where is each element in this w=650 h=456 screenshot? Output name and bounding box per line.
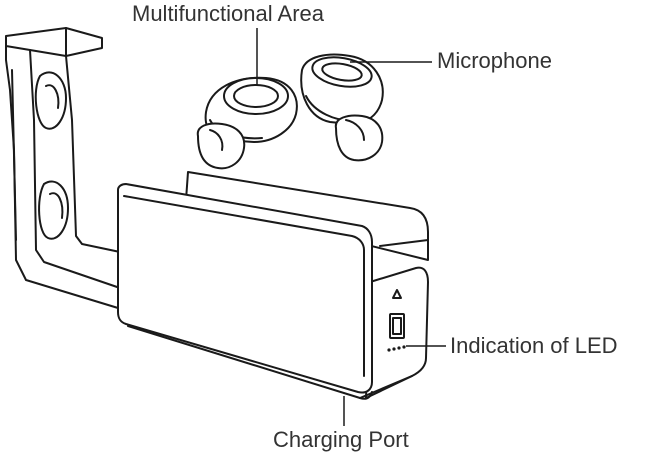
multifunctional-area-label: Multifunctional Area bbox=[132, 1, 325, 26]
led-indicator-dots bbox=[387, 345, 406, 352]
left-earbud-touch-area bbox=[223, 77, 289, 115]
holder-top-cap bbox=[5, 27, 103, 57]
case-front-bevel bbox=[123, 195, 365, 377]
microphone-label: Microphone bbox=[437, 48, 552, 73]
right-earbud-tip bbox=[334, 114, 384, 162]
left-earbud bbox=[196, 76, 298, 170]
led-indication-label: Indication of LED bbox=[450, 333, 618, 358]
holder-inner-column bbox=[65, 55, 121, 253]
earbud-holder-frame bbox=[5, 27, 125, 319]
case-arrow-mark bbox=[392, 289, 402, 299]
holder-left-slot bbox=[11, 69, 17, 241]
charging-case bbox=[117, 171, 429, 400]
charging-port-label: Charging Port bbox=[273, 427, 409, 452]
case-front-panel bbox=[117, 183, 373, 394]
bottom-earbud-pocket bbox=[38, 180, 69, 240]
left-earbud-tip bbox=[196, 122, 246, 170]
holder-inner-edge bbox=[29, 49, 121, 289]
top-earbud-pocket bbox=[34, 71, 67, 130]
right-earbud bbox=[300, 53, 384, 162]
